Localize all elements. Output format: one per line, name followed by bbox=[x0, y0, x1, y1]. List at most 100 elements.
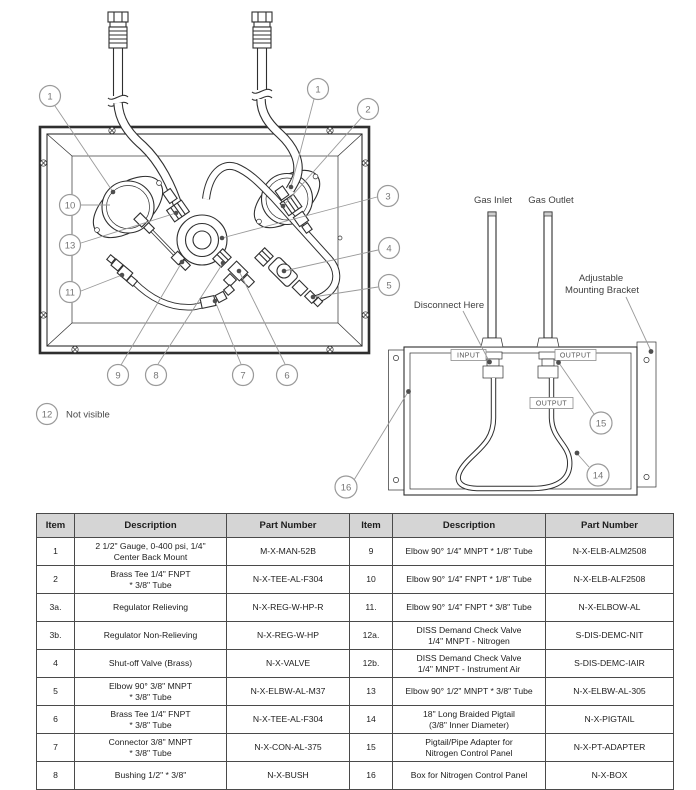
fitting-6-tee bbox=[222, 260, 256, 289]
header-item-left: Item bbox=[36, 513, 75, 538]
frame-screws bbox=[39, 126, 370, 354]
cell-description: Pigtail/Pipe Adapter for Nitrogen Contro… bbox=[392, 733, 546, 762]
svg-text:16: 16 bbox=[341, 482, 352, 493]
cell-part-number: N-X-REG-W-HP-R bbox=[226, 593, 350, 622]
cell-part-number: N-X-ELB-ALF2508 bbox=[545, 565, 674, 594]
cell-description: Elbow 90° 1/4" MNPT * 1/8" Tube bbox=[392, 537, 546, 566]
bracket-leader-lines bbox=[353, 296, 654, 481]
callout-16: 16 bbox=[334, 475, 358, 499]
fitting-hex-nut bbox=[162, 187, 178, 205]
cell-part-number: N-X-ELBW-AL-305 bbox=[545, 677, 674, 706]
cell-part-number: N-X-PT-ADAPTER bbox=[545, 733, 674, 762]
cell-item: 9 bbox=[349, 537, 393, 566]
cell-description: DISS Demand Check Valve 1/4" MNPT - Nitr… bbox=[392, 621, 546, 650]
callout-7: 7 bbox=[231, 363, 255, 387]
output-label-top: OUTPUT bbox=[554, 349, 597, 361]
callout-1-right: 1 bbox=[306, 77, 330, 101]
svg-text:6: 6 bbox=[284, 370, 289, 381]
callout-4: 4 bbox=[377, 236, 401, 260]
u-bend-tube bbox=[202, 161, 341, 303]
cell-item: 12b. bbox=[349, 649, 393, 678]
svg-text:Not visible: Not visible bbox=[66, 410, 110, 421]
cell-item: 3a. bbox=[36, 593, 75, 622]
table-header-row: Item Description Part Number Item Descri… bbox=[36, 513, 674, 538]
svg-text:2: 2 bbox=[365, 104, 370, 115]
cell-item: 4 bbox=[36, 649, 75, 678]
callout-11: 11 bbox=[58, 280, 82, 304]
table-row: 3b. Regulator Non-Relieving N-X-REG-W-HP… bbox=[36, 621, 674, 650]
callout-1-left: 1 bbox=[38, 84, 62, 108]
svg-text:5: 5 bbox=[386, 280, 391, 291]
cell-part-number: N-X-REG-W-HP bbox=[226, 621, 350, 650]
cell-item: 16 bbox=[349, 761, 393, 790]
svg-text:OUTPUT: OUTPUT bbox=[536, 401, 568, 408]
header-item-right: Item bbox=[349, 513, 393, 538]
table-row: 2 Brass Tee 1/4" FNPT * 3/8" Tube N-X-TE… bbox=[36, 565, 674, 594]
cell-part-number: N-X-TEE-AL-F304 bbox=[226, 705, 350, 734]
callout-3: 3 bbox=[376, 184, 400, 208]
note-12-not-visible: 12 Not visible bbox=[35, 402, 110, 426]
cell-description: Bushing 1/2" * 3/8" bbox=[74, 761, 227, 790]
technical-diagram: 1 10 13 11 9 8 7 6 1 2 3 4 5 12 Not visi… bbox=[35, 11, 657, 499]
cell-item: 10 bbox=[349, 565, 393, 594]
cell-description: Elbow 90° 1/4" FNPT * 1/8" Tube bbox=[392, 565, 546, 594]
pigtail-loop bbox=[455, 378, 573, 492]
lower-left-tube bbox=[131, 279, 213, 311]
svg-text:8: 8 bbox=[153, 370, 158, 381]
callout-8: 8 bbox=[144, 363, 168, 387]
cell-item: 6 bbox=[36, 705, 75, 734]
fitting-7-connector bbox=[199, 283, 236, 309]
cell-part-number: N-X-TEE-AL-F304 bbox=[226, 565, 350, 594]
callout-13: 13 bbox=[58, 233, 82, 257]
cell-description: Box for Nitrogen Control Panel bbox=[392, 761, 546, 790]
svg-text:15: 15 bbox=[596, 418, 607, 429]
fitting-11-elbow bbox=[105, 253, 139, 288]
svg-text:1: 1 bbox=[47, 91, 52, 102]
header-part-number-left: Part Number bbox=[226, 513, 350, 538]
cell-description: Connector 3/8" MNPT * 3/8" Tube bbox=[74, 733, 227, 762]
cell-description: 18" Long Braided Pigtail (3/8" Inner Dia… bbox=[392, 705, 546, 734]
diss-assembly bbox=[274, 185, 313, 235]
fitting-8-bushing bbox=[212, 248, 232, 268]
cell-part-number: N-X-BOX bbox=[545, 761, 674, 790]
gas-outlet-pipe bbox=[536, 211, 560, 348]
cell-part-number: N-X-VALVE bbox=[226, 649, 350, 678]
callout-10: 10 bbox=[58, 193, 82, 217]
table-row: 1 2 1/2" Gauge, 0-400 psi, 1/4" Center B… bbox=[36, 537, 674, 566]
cell-part-number: N-X-PIGTAIL bbox=[545, 705, 674, 734]
table-row: 3a. Regulator Relieving N-X-REG-W-HP-R 1… bbox=[36, 593, 674, 622]
table-row: 4 Shut-off Valve (Brass) N-X-VALVE 12b. … bbox=[36, 649, 674, 678]
cell-part-number: S-DIS-DEMC-IAIR bbox=[545, 649, 674, 678]
cell-part-number: N-X-BUSH bbox=[226, 761, 350, 790]
svg-text:3: 3 bbox=[385, 191, 390, 202]
header-description-right: Description bbox=[392, 513, 546, 538]
input-label: INPUT bbox=[450, 349, 487, 361]
cell-part-number: M-X-MAN-52B bbox=[226, 537, 350, 566]
cell-description: Regulator Non-Relieving bbox=[74, 621, 227, 650]
cell-description: Regulator Relieving bbox=[74, 593, 227, 622]
output-label-mid: OUTPUT bbox=[529, 397, 574, 409]
supply-hose-right bbox=[251, 11, 303, 193]
cell-item: 11. bbox=[349, 593, 393, 622]
cell-item: 15 bbox=[349, 733, 393, 762]
header-description-left: Description bbox=[74, 513, 227, 538]
gas-inlet-label: Gas Inlet bbox=[474, 195, 512, 206]
cell-description: Elbow 90° 1/2" MNPT * 3/8" Tube bbox=[392, 677, 546, 706]
svg-text:14: 14 bbox=[593, 470, 604, 481]
cell-item: 3b. bbox=[36, 621, 75, 650]
cell-part-number: S-DIS-DEMC-NIT bbox=[545, 621, 674, 650]
table-row: 8 Bushing 1/2" * 3/8" N-X-BUSH 16 Box fo… bbox=[36, 761, 674, 790]
cell-part-number: N-X-ELB-ALM2508 bbox=[545, 537, 674, 566]
cell-item: 2 bbox=[36, 565, 75, 594]
inlet-fitting bbox=[482, 351, 504, 379]
table-row: 6 Brass Tee 1/4" FNPT * 3/8" Tube N-X-TE… bbox=[36, 705, 674, 734]
cell-item: 5 bbox=[36, 677, 75, 706]
adjustable-label-line2: Mounting Bracket bbox=[565, 285, 639, 296]
svg-text:13: 13 bbox=[65, 240, 76, 251]
callout-6: 6 bbox=[275, 363, 299, 387]
outlet-fitting bbox=[537, 351, 559, 379]
gas-outlet-label: Gas Outlet bbox=[528, 195, 574, 206]
svg-text:9: 9 bbox=[115, 370, 120, 381]
cell-item: 7 bbox=[36, 733, 75, 762]
